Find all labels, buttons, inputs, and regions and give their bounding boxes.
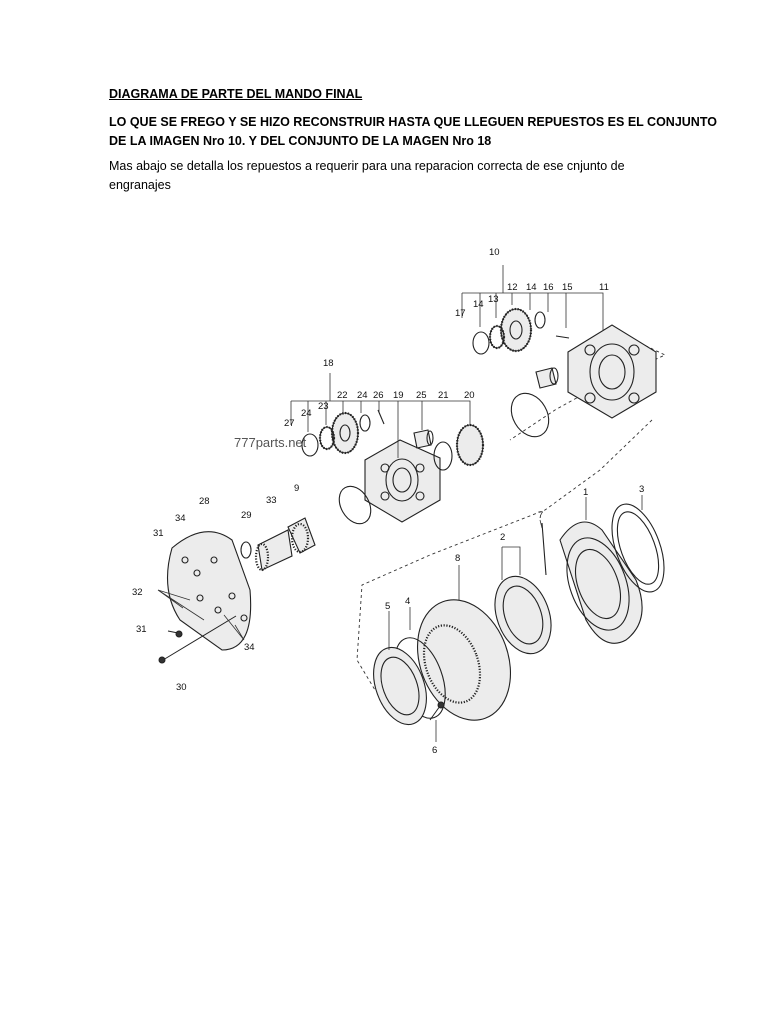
coupling-9 [287,517,316,554]
part-label-30: 30 [176,682,187,693]
bearing-23 [318,425,336,451]
part-label-20: 20 [464,390,475,401]
leader-34 [223,614,245,641]
paragraph-line: DE LA IMAGEN Nro 10. Y DEL CONJUNTO DE L… [109,134,492,148]
paragraph-line: engranajes [109,178,171,192]
part-label-1: 1 [583,487,588,498]
carrier-11 [567,324,657,419]
part-label-24-lower: 24 [301,408,312,419]
part-label-34-lower: 34 [244,642,255,653]
pin-25 [413,429,434,449]
part-label-21: 21 [438,390,449,401]
part-label-26: 26 [373,390,384,401]
bolt-31 [167,630,183,638]
part-label-33: 33 [266,495,277,506]
part-label-31-lower: 31 [136,624,147,635]
part-label-17: 17 [455,308,466,319]
gear-22 [330,411,360,455]
part-label-14-top: 14 [526,282,537,293]
seal-3 [611,503,665,593]
part-label-34-upper: 34 [175,513,186,524]
part-label-11: 11 [599,282,609,293]
o-ring-middle [338,485,372,525]
part-label-27: 27 [284,418,295,429]
paragraph-line: LO QUE SE FREGO Y SE HIZO RECONSTRUIR HA… [109,115,717,129]
pin-7 [541,522,547,576]
part-label-2: 2 [500,532,505,543]
bolt-30 [158,615,237,664]
o-ring-upper [510,392,550,438]
part-label-29: 29 [241,510,252,521]
thrust-washer-17 [472,331,490,355]
part-label-31-upper: 31 [153,528,164,539]
o-ring-21 [433,441,453,471]
part-label-4: 4 [405,596,410,607]
part-label-15: 15 [562,282,573,293]
leader-32 [157,589,205,621]
part-label-16: 16 [543,282,554,293]
part-label-19: 19 [393,390,404,401]
pin-16 [535,367,559,389]
part-label-18: 18 [323,358,334,369]
bearing-2 [494,575,552,655]
part-label-10: 10 [489,247,500,258]
part-label-14: 14 [473,299,484,310]
hub-1 [559,521,643,644]
part-label-23: 23 [318,401,329,412]
assembly-axis-line [509,342,667,441]
paragraph-line: Mas abajo se detalla los repuestos a req… [109,159,625,173]
part-label-5: 5 [385,601,390,612]
washer-14 [534,311,546,329]
gear-12 [499,307,533,353]
paragraph-parts-note: Mas abajo se detalla los repuestos a req… [109,157,669,195]
bearing-13 [488,324,506,350]
document-title: DIAGRAMA DE PARTE DEL MANDO FINAL [109,87,363,101]
gear-20 [455,423,485,467]
assembly-axis-line [356,419,653,691]
leader-lines-lower [388,495,643,742]
part-label-13: 13 [488,294,499,305]
watermark: 777parts.net [234,435,307,450]
part-label-24-upper: 24 [357,390,368,401]
leader-bracket-18 [290,373,471,458]
thrust-washer-27 [301,433,319,457]
carrier-19 [364,439,441,523]
part-label-12: 12 [507,282,518,293]
sun-gear-33 [254,529,293,572]
part-label-6: 6 [432,745,437,756]
pin-26 [377,409,385,425]
part-label-32: 32 [132,587,143,598]
paragraph-damage-note: LO QUE SE FREGO Y SE HIZO RECONSTRUIR HA… [109,113,717,151]
part-label-8: 8 [455,553,460,564]
part-label-3: 3 [639,484,644,495]
part-label-25: 25 [416,390,427,401]
washer-24 [359,414,371,432]
flange-5 [373,646,427,726]
ring-gear-8 [416,599,512,721]
part-label-7: 7 [538,510,543,521]
part-label-22: 22 [337,390,348,401]
plug-29 [240,541,252,559]
leader-bracket-10 [461,265,604,330]
part-label-9: 9 [294,483,299,494]
bolt-6 [429,701,445,721]
part-label-28: 28 [199,496,210,507]
pin-15 [555,335,570,339]
cover-28 [167,531,252,651]
